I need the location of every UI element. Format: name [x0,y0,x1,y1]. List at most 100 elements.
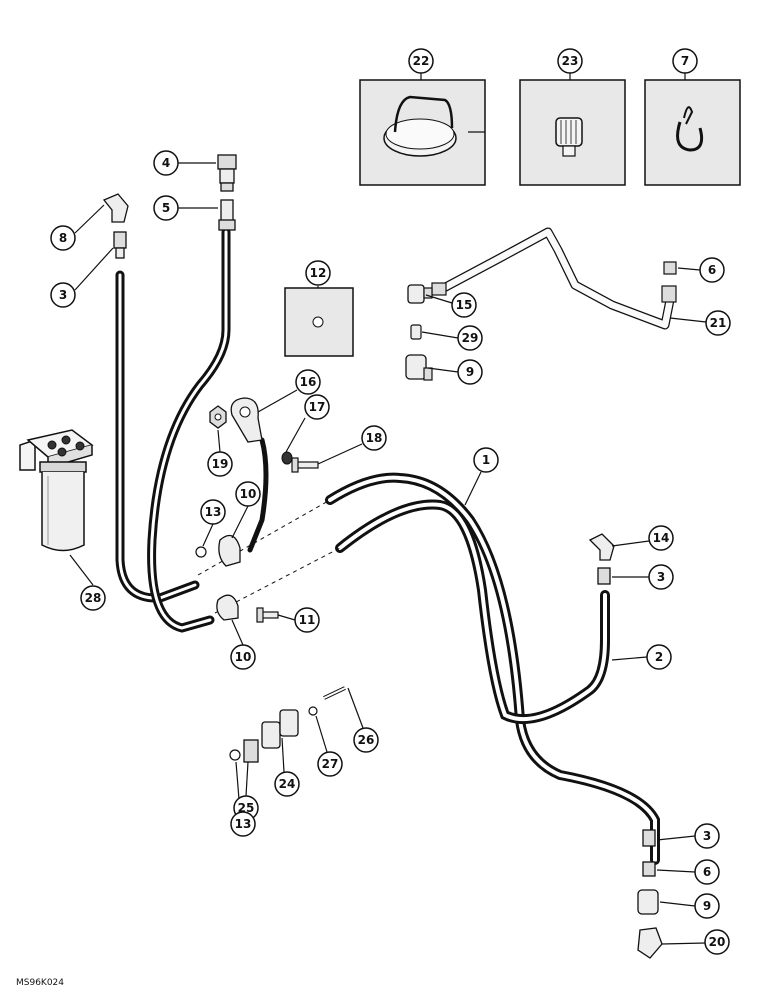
nut-19 [209,405,227,429]
fitting-20 [637,927,663,959]
callout-c22: 22 [408,48,434,74]
callout-circle [648,564,674,590]
callout-circle [705,310,731,336]
callout-c15: 15 [451,292,477,318]
callout-label: 16 [300,375,317,389]
callout-label: 9 [466,365,474,379]
callout-label: 19 [212,457,229,471]
elbow-14 [588,533,615,561]
hose-lines [115,227,660,865]
callout-c2: 2 [646,644,672,670]
callout-label: 10 [240,487,257,501]
callout-label: 7 [681,54,689,68]
callout-c16: 16 [295,369,321,395]
inset-box-22 [359,79,486,186]
callout-circle [295,369,321,395]
callout-circle [50,282,76,308]
callout-c3a: 3 [50,282,76,308]
callout-label: 4 [162,156,170,170]
fitting-29 [410,324,422,340]
callout-c20: 20 [704,929,730,955]
callout-label: 29 [462,331,479,345]
callout-label: 3 [657,570,665,584]
callout-c12: 12 [305,260,331,286]
callout-circle [153,195,179,221]
callout-label: 9 [703,899,711,913]
callout-circle [699,257,725,283]
callout-c24: 24 [274,771,300,797]
drawing-code: MS96K024 [16,978,64,988]
callout-c8: 8 [50,225,76,251]
callout-label: 22 [413,54,430,68]
callout-circle [694,823,720,849]
callout-circle [304,394,330,420]
callout-label: 21 [710,316,727,330]
callout-label: 23 [562,54,579,68]
callout-c9a: 9 [457,359,483,385]
callout-c6a: 6 [699,257,725,283]
callout-label: 11 [299,613,316,627]
fitting-9-bottom [637,889,659,915]
callout-circle [694,859,720,885]
callout-c23: 23 [557,48,583,74]
callout-label: 13 [235,817,252,831]
callout-circle [457,359,483,385]
callout-circle [207,451,233,477]
callout-c3b: 3 [648,564,674,590]
callout-circle [317,751,343,777]
clamp-10-top [218,534,241,567]
callout-label: 14 [653,531,670,545]
callout-circle [646,644,672,670]
callout-label: 6 [703,865,711,879]
callout-c29: 29 [457,325,483,351]
elbow-8 [102,193,129,223]
callout-circle [361,425,387,451]
callout-label: 3 [703,829,711,843]
callout-circle [473,447,499,473]
inset-box-12 [284,287,354,357]
clamp-10-bottom [216,594,239,621]
fitting-6-bottom [642,861,656,877]
fitting-3-bottom [642,829,656,847]
callout-c19: 19 [207,451,233,477]
callout-label: 18 [366,431,383,445]
callout-circle [230,811,256,837]
callout-label: 2 [655,650,663,664]
callout-circle [353,727,379,753]
screw-11 [256,607,279,623]
callout-c10b: 10 [230,644,256,670]
callout-c17: 17 [304,394,330,420]
callout-label: 6 [708,263,716,277]
callout-circle [648,525,674,551]
callout-c14: 14 [648,525,674,551]
callout-circle [457,325,483,351]
callout-circle [274,771,300,797]
callout-c13b: 13 [230,811,256,837]
callout-c5: 5 [153,195,179,221]
callout-circle [672,48,698,74]
callout-c4: 4 [153,150,179,176]
callout-c10a: 10 [235,481,261,507]
callout-c1: 1 [473,447,499,473]
callout-label: 26 [358,733,375,747]
callout-label: 17 [309,400,326,414]
callout-circle [451,292,477,318]
tube-fitting [431,282,447,296]
washer-17 [281,451,293,465]
tube-nut [661,285,677,303]
callout-circle [80,585,106,611]
nut-13-top [195,546,207,558]
callout-label: 13 [205,505,222,519]
inset-box-7 [644,79,741,186]
fitting-4 [217,154,237,192]
bolt-18 [291,457,319,473]
callout-circle [153,150,179,176]
callout-label: 28 [85,591,102,605]
clamp-16 [230,397,263,443]
callout-circle [694,893,720,919]
callout-label: 8 [59,231,67,245]
callout-circle [408,48,434,74]
